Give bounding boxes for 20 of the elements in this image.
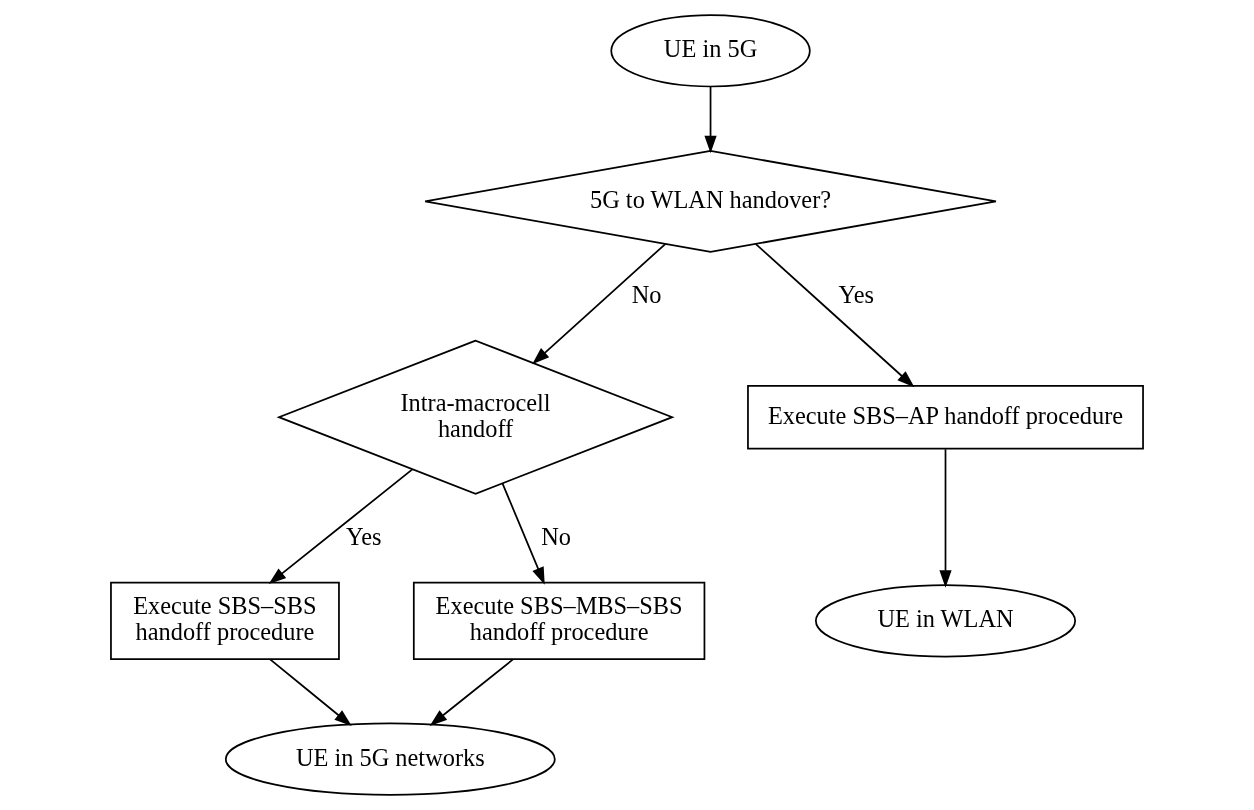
edge-label: Yes	[838, 280, 875, 308]
node-box: Execute SBS–MBS–SBS handoff procedure	[412, 581, 706, 660]
node-diamond: 5G to WLAN handover?	[424, 150, 997, 253]
arrow	[269, 658, 352, 726]
arrow	[268, 468, 414, 585]
arrow	[501, 482, 545, 585]
arrow	[704, 85, 717, 154]
arrow	[754, 243, 915, 388]
edge-label: Yes	[346, 522, 382, 550]
edge-label: No	[631, 280, 662, 308]
arrow	[532, 243, 667, 365]
node-box: Execute SBS–SBS handoff procedure	[110, 581, 340, 660]
node-ellipse: UE in 5G	[610, 14, 811, 88]
node-diamond: Intra-macrocell handoff	[276, 339, 675, 495]
node-ellipse: UE in WLAN	[815, 584, 1076, 658]
arrow	[939, 448, 952, 588]
arrow	[429, 658, 514, 726]
edge-label: No	[541, 522, 571, 550]
node-box: Execute SBS–AP handoff procedure	[747, 385, 1144, 450]
node-ellipse: UE in 5G networks	[224, 722, 556, 796]
